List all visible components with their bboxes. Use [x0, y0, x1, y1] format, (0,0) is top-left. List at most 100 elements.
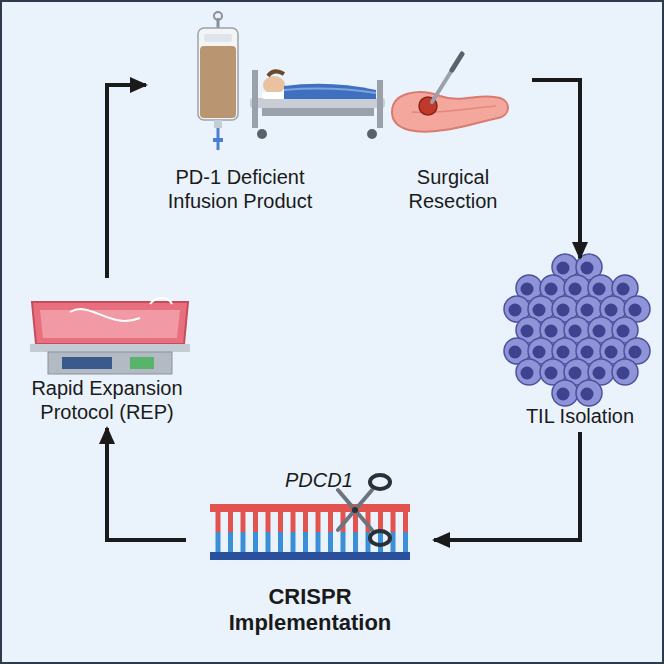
illustration-part — [533, 304, 546, 317]
step-label: Rapid Expansion Protocol (REP) — [12, 376, 202, 424]
flow-arrow — [434, 432, 580, 540]
illustration-part — [257, 129, 267, 139]
illustration-part — [228, 532, 233, 552]
process-step: Surgical Resection — [378, 15, 528, 213]
illustration-part — [557, 304, 570, 317]
illustration-part — [377, 80, 383, 128]
illustration-part — [403, 532, 408, 552]
illustration-part — [278, 512, 283, 532]
illustration-part — [303, 512, 308, 532]
illustration-part — [268, 71, 284, 76]
illustration-part — [605, 346, 618, 359]
illustration-part — [210, 552, 410, 560]
illustration-part — [353, 532, 358, 552]
illustration-part — [605, 304, 618, 317]
illustration-part — [367, 129, 377, 139]
illustration-part — [552, 380, 578, 406]
illustration-part — [557, 262, 570, 275]
illustration-part — [545, 325, 558, 338]
illustration-part — [452, 54, 462, 70]
illustration-part — [241, 532, 246, 552]
illustration-part — [328, 532, 333, 552]
gene-label: PDCD1 — [190, 468, 430, 492]
process-step: PD-1 Deficient Infusion Product — [150, 15, 330, 213]
illustration-part — [509, 304, 522, 317]
illustration-part — [70, 309, 140, 321]
illustration-part — [316, 512, 321, 532]
illustration-part — [250, 98, 385, 108]
illustration-part — [391, 512, 396, 532]
illustration-part — [569, 367, 582, 380]
step-label: Surgical Resection — [378, 165, 528, 213]
illustration-part — [569, 325, 582, 338]
illustration-part — [253, 532, 258, 552]
illustration-part — [214, 120, 222, 128]
illustration-part — [545, 367, 558, 380]
illustration-part — [557, 388, 570, 401]
illustration-part — [216, 532, 221, 552]
step-label: CRISPR Implementation — [190, 584, 430, 637]
illustration-part — [250, 70, 385, 139]
illustration-part — [521, 283, 534, 296]
step-label: PD-1 Deficient Infusion Product — [150, 165, 330, 213]
illustration-part — [569, 283, 582, 296]
illustration-part — [40, 310, 180, 338]
illustration-part — [241, 512, 246, 532]
illustration-part — [378, 512, 383, 532]
flow-arrow — [107, 428, 186, 540]
flow-arrow — [107, 85, 146, 278]
illustration-part — [30, 298, 190, 374]
illustration-part — [533, 346, 546, 359]
illustration-part — [291, 512, 296, 532]
illustration-part — [392, 54, 508, 132]
illustration-part — [617, 283, 630, 296]
illustration-part — [352, 507, 358, 513]
illustration-part — [284, 84, 376, 99]
illustration-part — [338, 490, 372, 530]
illustration-part — [392, 92, 508, 132]
illustration-part — [516, 359, 542, 385]
illustration-part — [612, 359, 638, 385]
illustration-part — [378, 532, 383, 552]
illustration-part — [32, 302, 188, 344]
illustration-part — [403, 512, 408, 532]
illustration-part — [617, 367, 630, 380]
illustration-part — [252, 70, 258, 128]
illustration-part — [581, 388, 594, 401]
flow-arrow — [532, 80, 580, 258]
process-step: TIL Isolation — [505, 262, 655, 428]
illustration-part — [557, 346, 570, 359]
illustration-part — [593, 283, 606, 296]
illustration-part — [328, 512, 333, 532]
illustration-part — [210, 504, 410, 512]
illustration-part — [262, 92, 286, 99]
illustration-part — [263, 76, 285, 94]
illustration-part — [278, 532, 283, 552]
process-step: Rapid Expansion Protocol (REP) — [12, 282, 202, 424]
illustration-part — [370, 475, 390, 489]
illustration-part — [200, 46, 236, 118]
illustration-part — [198, 12, 238, 150]
illustration-part — [545, 283, 558, 296]
illustration-part — [262, 108, 374, 116]
illustration-part — [521, 325, 534, 338]
illustration-part — [150, 298, 172, 304]
process-step: PDCD1CRISPR Implementation — [190, 468, 430, 637]
illustration-part — [581, 346, 594, 359]
illustration-part — [370, 531, 390, 545]
illustration-part — [198, 28, 238, 120]
illustration-part — [291, 532, 296, 552]
illustration-part — [216, 512, 221, 532]
illustration-part — [62, 357, 112, 369]
illustration-part — [504, 254, 650, 406]
illustration-part — [593, 367, 606, 380]
illustration-part — [303, 532, 308, 552]
illustration-part — [228, 512, 233, 532]
illustration-part — [213, 138, 223, 142]
illustration-part — [316, 532, 321, 552]
illustration-part — [432, 70, 452, 102]
